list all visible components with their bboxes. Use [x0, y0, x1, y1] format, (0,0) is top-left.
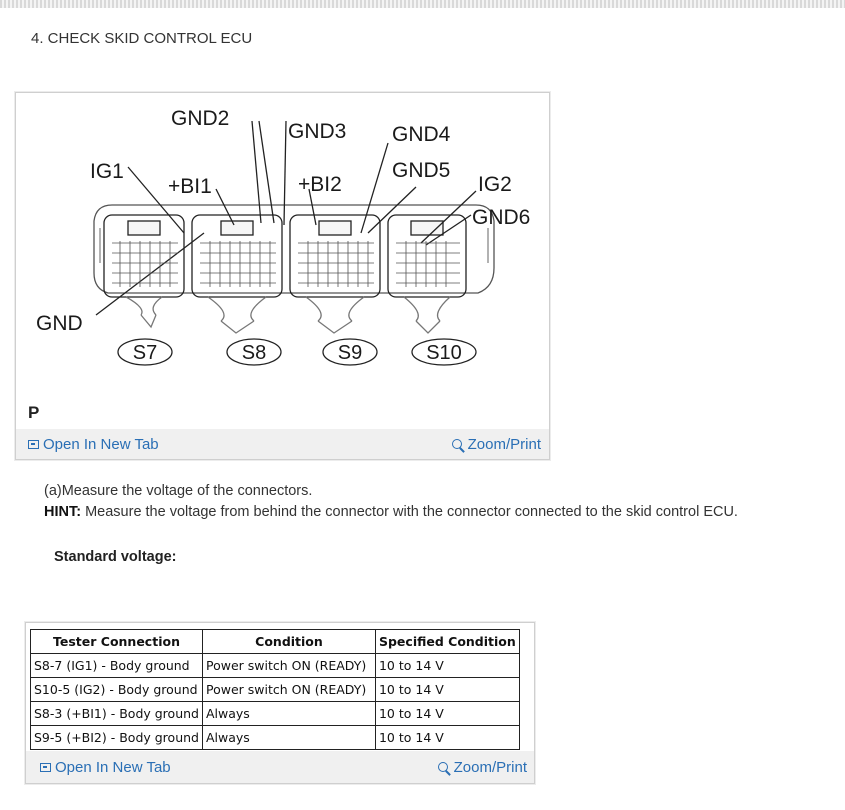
label-gnd4: GND4 [392, 123, 451, 146]
table-row: S10-5 (IG2) - Body ground Power switch O… [30, 677, 520, 702]
label-gnd2: GND2 [171, 107, 229, 130]
cell-tester-connection: S8-7 (IG1) - Body ground [30, 653, 203, 678]
top-divider [0, 0, 845, 8]
label-gnd3: GND3 [288, 120, 346, 143]
figure-link-bar: Open In New Tab Zoom/Print [16, 429, 549, 459]
table-row: S8-7 (IG1) - Body ground Power switch ON… [30, 653, 520, 678]
open-new-tab-icon [40, 762, 51, 772]
label-bi1: +BI1 [168, 175, 212, 198]
label-gnd6: GND6 [472, 206, 530, 229]
table-open-new-tab-link[interactable]: Open In New Tab [40, 759, 171, 776]
spec-table: Tester Connection Condition Specified Co… [30, 629, 520, 750]
label-gnd5: GND5 [392, 159, 450, 182]
zoom-icon [451, 439, 462, 449]
instruction-hint: HINT: Measure the voltage from behind th… [44, 504, 738, 520]
cell-condition: Power switch ON (READY) [201, 653, 376, 678]
table-zoom-print-link[interactable]: Zoom/Print [437, 759, 527, 776]
connector-s9: S9 [338, 342, 362, 364]
connector-figure: GND2 GND3 GND4 IG1 +BI1 +BI2 GND5 IG2 GN… [15, 92, 550, 460]
cell-condition: Power switch ON (READY) [201, 677, 376, 702]
table-row: S8-3 (+BI1) - Body ground Always 10 to 1… [30, 701, 520, 726]
cell-specified-condition: 10 to 14 V [374, 725, 520, 750]
cell-tester-connection: S8-3 (+BI1) - Body ground [30, 701, 203, 726]
header-tester-connection: Tester Connection [30, 629, 203, 654]
cell-specified-condition: 10 to 14 V [374, 653, 520, 678]
table-header-row: Tester Connection Condition Specified Co… [30, 629, 520, 654]
hint-label: HINT: [44, 504, 82, 520]
standard-voltage-label: Standard voltage: [54, 549, 177, 565]
cell-tester-connection: S10-5 (IG2) - Body ground [30, 677, 203, 702]
label-bi2: +BI2 [298, 173, 342, 196]
header-specified-condition: Specified Condition [374, 629, 520, 654]
step-title: 4. CHECK SKID CONTROL ECU [31, 30, 253, 47]
cell-tester-connection: S9-5 (+BI2) - Body ground [30, 725, 203, 750]
cell-condition: Always [201, 725, 376, 750]
zoom-icon [437, 762, 448, 772]
figure-code: P [28, 403, 40, 422]
table-row: S9-5 (+BI2) - Body ground Always 10 to 1… [30, 725, 520, 750]
header-condition: Condition [201, 629, 376, 654]
connector-s8: S8 [242, 342, 266, 364]
figure-zoom-print-link[interactable]: Zoom/Print [451, 436, 541, 453]
figure-open-new-tab-link[interactable]: Open In New Tab [28, 436, 159, 453]
label-gnd: GND [36, 312, 83, 335]
spec-table-box: Tester Connection Condition Specified Co… [25, 622, 535, 784]
cell-specified-condition: 10 to 14 V [374, 701, 520, 726]
label-ig2: IG2 [478, 173, 512, 196]
instruction-step-a: (a)Measure the voltage of the connectors… [44, 483, 313, 499]
label-ig1: IG1 [90, 160, 124, 183]
hint-text: Measure the voltage from behind the conn… [81, 504, 738, 520]
ecu-connector-diagram: GND2 GND3 GND4 IG1 +BI1 +BI2 GND5 IG2 GN… [36, 107, 530, 366]
connector-s7: S7 [133, 342, 157, 364]
connector-s10: S10 [426, 342, 462, 364]
open-new-tab-icon [28, 439, 39, 449]
cell-specified-condition: 10 to 14 V [374, 677, 520, 702]
table-link-bar: Open In New Tab Zoom/Print [26, 751, 534, 783]
cell-condition: Always [201, 701, 376, 726]
